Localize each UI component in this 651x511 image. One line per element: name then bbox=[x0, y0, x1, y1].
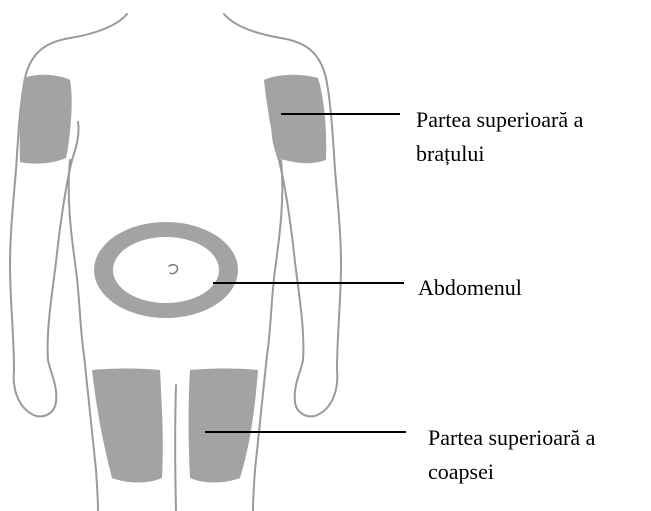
left-arm-inner-line bbox=[48, 122, 79, 402]
left-thigh-zone bbox=[92, 369, 163, 483]
right-upper-arm-zone bbox=[264, 75, 326, 163]
injection-zones bbox=[20, 75, 327, 483]
right-torso-line bbox=[253, 160, 282, 511]
right-arm-inner-line bbox=[272, 122, 303, 402]
left-arm-outer-line bbox=[10, 14, 127, 416]
right-thigh-zone bbox=[189, 369, 259, 483]
left-torso-line bbox=[69, 160, 98, 511]
label-upper-arm: Partea superioară a brațului bbox=[416, 103, 583, 171]
abdomen-zone bbox=[94, 222, 238, 318]
label-abdomen: Abdomenul bbox=[418, 271, 522, 305]
label-upper-arm-line-1: Partea superioară a bbox=[416, 103, 583, 137]
label-upper-arm-line-2: brațului bbox=[416, 137, 583, 171]
navel-mark bbox=[169, 265, 178, 274]
right-arm-outer-line bbox=[224, 14, 341, 416]
label-thigh-line-1: Partea superioară a bbox=[428, 421, 595, 455]
left-upper-arm-zone bbox=[20, 75, 72, 164]
label-thigh: Partea superioară a coapsei bbox=[428, 421, 595, 489]
leg-split-line bbox=[175, 385, 176, 511]
label-thigh-line-2: coapsei bbox=[428, 455, 595, 489]
label-abdomen-text: Abdomenul bbox=[418, 271, 522, 305]
